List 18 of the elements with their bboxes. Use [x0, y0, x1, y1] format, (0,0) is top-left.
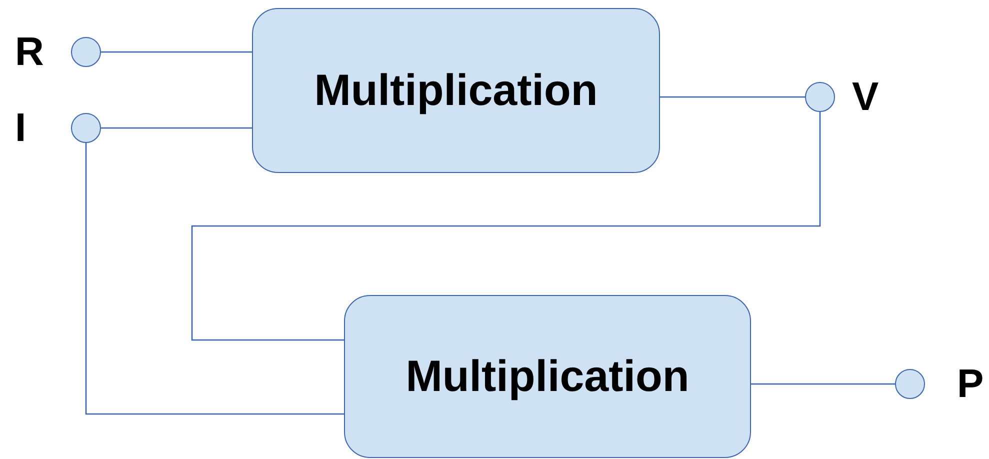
terminal-circle	[805, 82, 835, 112]
box-label: Multiplication	[314, 66, 598, 116]
terminal-circle	[71, 37, 101, 67]
terminal-label: V	[852, 77, 879, 117]
terminal-label: R	[15, 32, 44, 72]
process-box	[252, 8, 660, 173]
process-box	[344, 295, 751, 458]
terminal-label: I	[15, 108, 26, 148]
connector-line	[660, 96, 805, 98]
connector-line	[101, 51, 252, 53]
terminal-circle	[71, 113, 101, 143]
connector-line	[85, 143, 344, 415]
connector-line	[751, 383, 895, 385]
connector-line	[191, 112, 821, 341]
connector-line	[101, 127, 252, 129]
terminal-circle	[895, 369, 925, 399]
box-label: Multiplication	[406, 352, 690, 402]
terminal-label: P	[957, 364, 984, 404]
